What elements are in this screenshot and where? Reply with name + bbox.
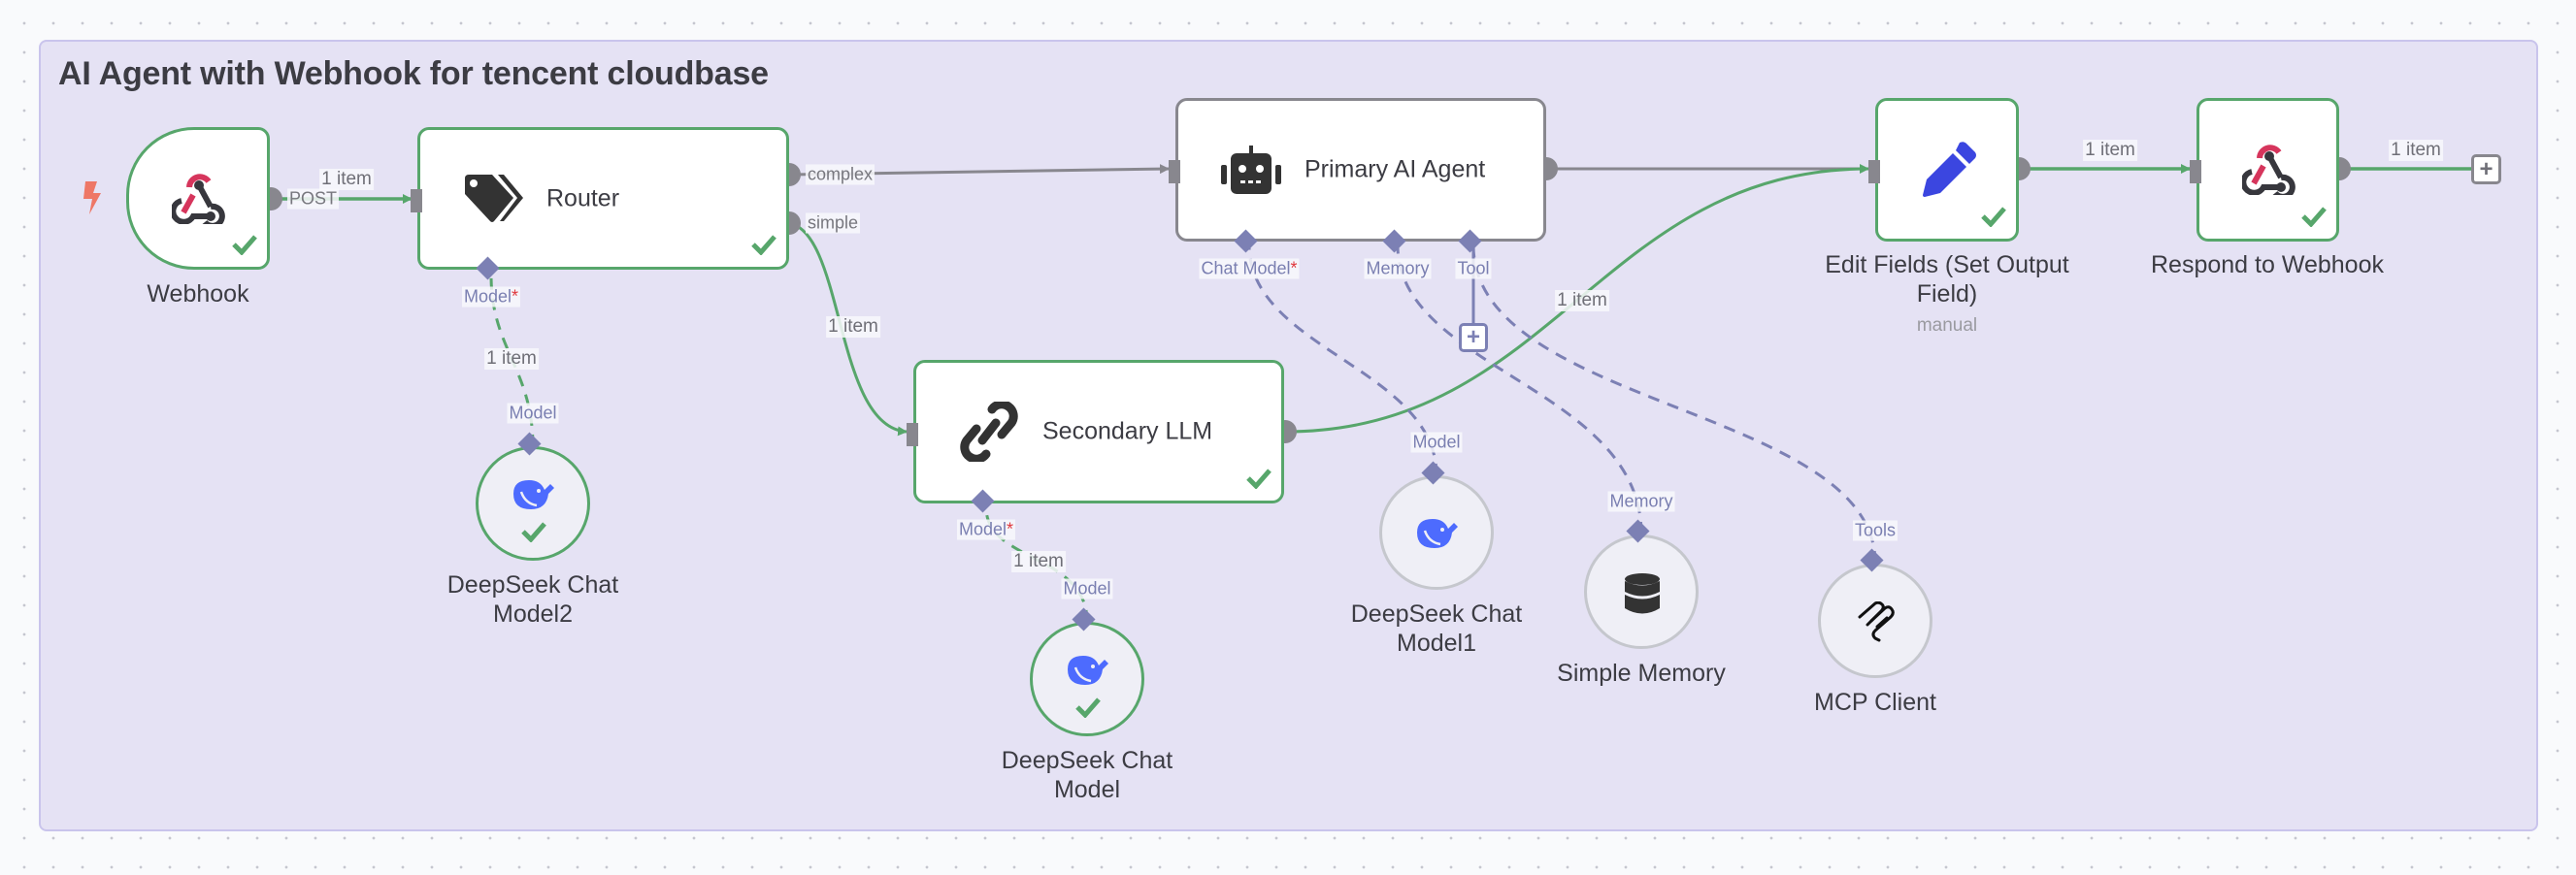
node-label-ds: DeepSeek Chat Model <box>1001 747 1173 803</box>
edge-ds1-agent[interactable] <box>1247 244 1438 476</box>
port-label-secondary-model: Model* <box>956 519 1016 540</box>
database-icon <box>1625 573 1660 614</box>
deepseek-whale-icon <box>513 480 554 509</box>
port-label-router-model: Model* <box>461 286 521 308</box>
deepseek-whale-icon <box>1417 519 1458 548</box>
input-handle[interactable] <box>1868 160 1880 183</box>
success-check-icon <box>1246 469 1271 489</box>
input-handle[interactable] <box>411 189 422 212</box>
port-label-ds-model: Model <box>1061 578 1113 600</box>
webhook-icon <box>2242 145 2295 195</box>
success-check-icon <box>1981 207 2006 227</box>
success-check-icon <box>2301 207 2327 227</box>
node-label-memory: Simple Memory <box>1557 660 1726 687</box>
node-subtitle-edit-fields: manual <box>1916 315 1978 336</box>
edge-memory-agent[interactable] <box>1396 244 1643 535</box>
node-edit-fields[interactable] <box>1868 98 2019 242</box>
node-label-mcp: MCP Client <box>1814 689 1936 716</box>
node-deepseek-chat-model[interactable] <box>1030 622 1144 736</box>
node-title-router: Router <box>546 184 620 211</box>
link-chain-icon <box>960 402 1018 462</box>
edge-label: 1 item <box>1555 290 1609 311</box>
node-deepseek-chat-model1[interactable] <box>1379 475 1494 590</box>
port-label-ds2-model: Model <box>507 403 559 424</box>
input-handle[interactable] <box>907 423 918 446</box>
pencil-icon <box>1923 142 1976 197</box>
success-check-icon <box>521 522 546 542</box>
port-label-post: POST <box>287 188 340 210</box>
deepseek-whale-icon <box>1068 656 1108 685</box>
add-tool-button[interactable]: + <box>1459 323 1488 352</box>
robot-icon <box>1221 146 1281 194</box>
port-label-complex: complex <box>806 164 875 185</box>
node-label-ds1: DeepSeek Chat Model1 <box>1350 600 1523 657</box>
input-handle[interactable] <box>1169 160 1180 183</box>
port-label-memory-in: Memory <box>1607 491 1675 512</box>
mcp-icon <box>1858 601 1895 642</box>
edge-label: 1 item <box>1011 551 1066 572</box>
port-label-tools-in: Tools <box>1852 520 1899 541</box>
edge-mcp-agent[interactable] <box>1471 244 1877 564</box>
node-secondary-llm[interactable]: Secondary LLM <box>907 360 1284 503</box>
trigger-bolt-icon <box>83 181 101 214</box>
node-label-edit-fields: Edit Fields (Set Output Field) <box>1825 251 2069 308</box>
port-label-chat-model: Chat Model* <box>1199 258 1300 279</box>
add-node-button[interactable]: + <box>2471 154 2501 184</box>
node-mcp-client[interactable] <box>1818 564 1932 678</box>
input-handle[interactable] <box>2190 160 2201 183</box>
success-check-icon <box>232 235 257 255</box>
edge-label: 1 item <box>484 348 539 370</box>
edge-label: 1 item <box>319 169 374 190</box>
port-label-simple: simple <box>806 212 861 234</box>
node-title-agent: Primary AI Agent <box>1305 155 1486 183</box>
edge-label: 1 item <box>2083 140 2137 161</box>
success-check-icon <box>1075 697 1101 718</box>
success-check-icon <box>751 235 776 255</box>
node-label-ds2: DeepSeek Chat Model2 <box>446 571 619 628</box>
port-label-memory: Memory <box>1364 258 1432 279</box>
tag-icon <box>465 174 523 222</box>
group-title: AI Agent with Webhook for tencent cloudb… <box>58 55 769 92</box>
node-respond-to-webhook[interactable] <box>2190 98 2339 242</box>
edge-label: 1 item <box>826 316 880 338</box>
edge-label: 1 item <box>2389 140 2443 161</box>
port-label-ds1-model: Model <box>1410 432 1463 453</box>
node-deepseek-chat-model2[interactable] <box>476 446 590 561</box>
webhook-icon <box>172 173 225 224</box>
node-title-secondary: Secondary LLM <box>1042 417 1213 445</box>
port-label-tool: Tool <box>1455 258 1492 279</box>
node-webhook[interactable] <box>126 127 270 270</box>
node-simple-memory[interactable] <box>1584 535 1699 649</box>
node-label-respond: Respond to Webhook <box>2151 251 2384 278</box>
node-label-webhook: Webhook <box>147 280 249 308</box>
node-router[interactable]: Router <box>411 127 789 270</box>
node-primary-ai-agent[interactable]: Primary AI Agent <box>1169 98 1546 242</box>
